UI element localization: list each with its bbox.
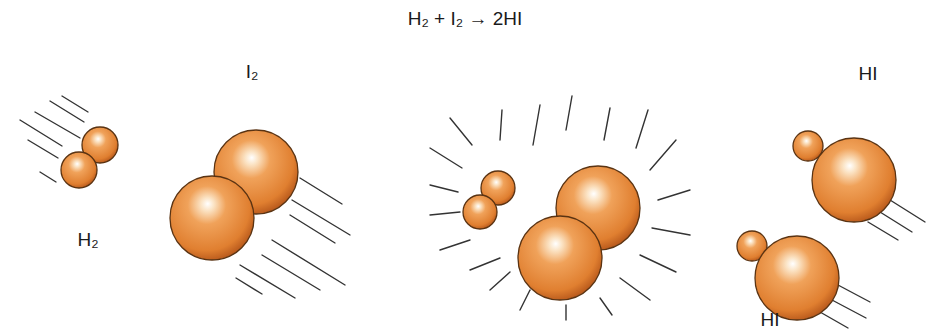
equation-title: H₂ + I₂ → 2HI [408, 8, 523, 30]
iodine-atom [170, 176, 254, 260]
molecule-label: HI [761, 309, 780, 331]
hydrogen-atom [61, 152, 97, 188]
iodine-atom [518, 216, 602, 300]
hydrogen-atom [463, 195, 497, 229]
iodine-atom [812, 138, 896, 222]
iodine-atom [755, 236, 839, 320]
motion-lines [20, 96, 925, 328]
molecule-label: HI [859, 63, 878, 85]
molecule-label: I₂ [246, 61, 259, 83]
atoms [61, 127, 896, 320]
molecule-label: H₂ [77, 229, 98, 251]
